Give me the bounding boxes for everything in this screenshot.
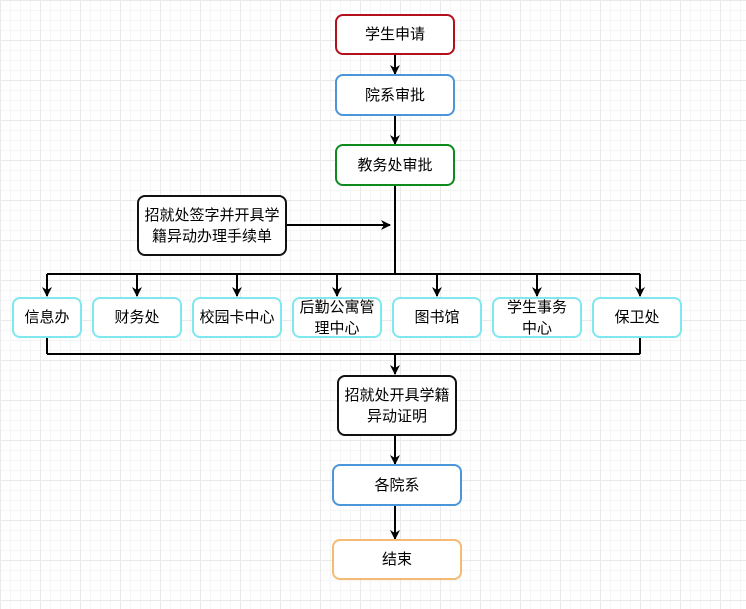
admissions-form-node: 招就处签字并开具学 籍异动办理手续单: [137, 195, 287, 256]
info-office-node: 信息办: [12, 297, 82, 338]
academic-approve-node: 教务处审批: [335, 144, 455, 186]
campus-card-center-node: 校园卡中心: [192, 297, 282, 338]
dept-approve-node: 院系审批: [335, 74, 455, 116]
finance-office-node: 财务处: [92, 297, 182, 338]
each-dept-node: 各院系: [332, 464, 462, 506]
student-affairs-center-node: 学生事务 中心: [492, 297, 582, 338]
library-node: 图书馆: [392, 297, 482, 338]
logistics-center-node: 后勤公寓管 理中心: [292, 297, 382, 338]
student-apply-node: 学生申请: [335, 14, 455, 55]
security-office-node: 保卫处: [592, 297, 682, 338]
certificate-node: 招就处开具学籍 异动证明: [337, 375, 457, 436]
end-node: 结束: [332, 539, 462, 580]
